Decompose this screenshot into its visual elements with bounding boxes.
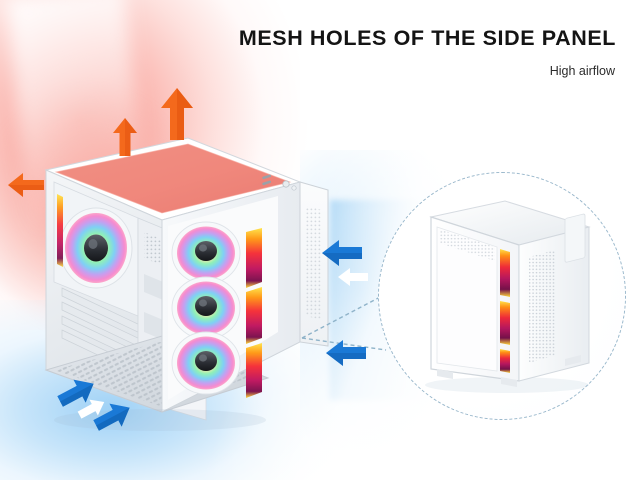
- intake-arrow-right-1: [322, 238, 362, 268]
- front-argb-fan-1: [171, 221, 241, 285]
- intake-arrow-accent-white-2: [338, 266, 368, 288]
- case-front-panel: [161, 181, 301, 413]
- front-argb-fan-3: [171, 331, 241, 395]
- callout-rgb-strips: [500, 249, 510, 373]
- mesh-holes-callout: [378, 172, 626, 420]
- page-subtitle: High airflow: [549, 64, 615, 78]
- front-rgb-strips: [246, 228, 262, 398]
- intake-arrow-right-2: [326, 338, 366, 368]
- rear-rgb-strip: [57, 194, 63, 267]
- pc-case-illustration: [10, 120, 340, 460]
- page-title: MESH HOLES OF THE SIDE PANEL: [238, 26, 616, 50]
- header-backdrop: [300, 0, 640, 120]
- front-argb-fan-2: [171, 276, 241, 340]
- intake-arrow-accent-white-1: [76, 398, 106, 420]
- rear-argb-fan: [59, 207, 133, 289]
- exhaust-arrow-left: [8, 172, 44, 198]
- callout-mesh-holes: [529, 250, 555, 363]
- exhaust-arrow-up-small: [112, 118, 138, 156]
- exhaust-arrow-up-large: [160, 88, 194, 140]
